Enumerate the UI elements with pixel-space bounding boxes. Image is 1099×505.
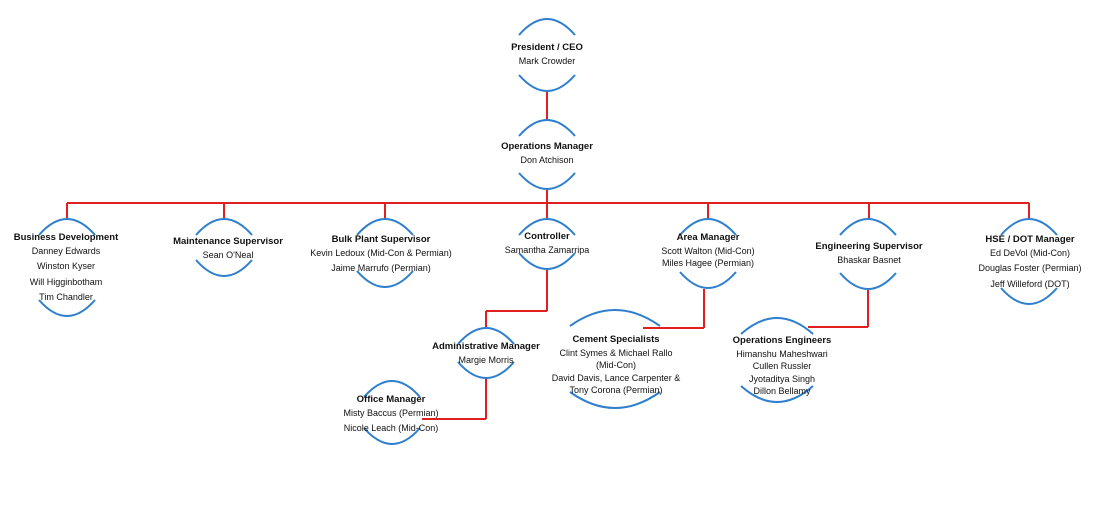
node-bottom-arc [518,172,576,190]
node-person: Clint Symes & Michael Rallo [559,347,673,358]
node-bottom-arc [363,427,421,445]
node-cement-specialists: Cement Specialists Clint Symes & Michael… [541,334,691,397]
node-person: Kevin Ledoux (Mid-Con & Permian) [310,247,452,258]
node-office-manager: Office Manager Misty Baccus (Permian) Ni… [331,394,451,435]
node-person: Samantha Zamarripa [504,244,590,255]
node-bulk-plant-supervisor: Bulk Plant Supervisor Kevin Ledoux (Mid-… [296,234,466,275]
node-person: Douglas Foster (Permian) [978,263,1082,273]
node-person: Jeff Willeford (DOT) [990,278,1070,289]
node-top-arc [839,218,897,236]
node-title: Operations Manager [501,141,593,152]
node-person: (Mid-Con) [595,360,636,370]
node-person: Cullen Russler [752,361,812,371]
node-bottom-arc [1000,287,1058,305]
node-bottom-arc [569,391,661,409]
connector-lines [66,91,1030,420]
node-top-arc [518,119,576,137]
node-operations-engineers: Operations Engineers Himanshu Maheshwari… [722,335,842,398]
node-person: Scott Walton (Mid-Con) [661,245,755,256]
node-bottom-arc [740,385,814,403]
node-person: Tim Chandler [39,292,93,302]
node-person: Miles Hagee (Permian) [661,258,755,268]
node-bottom-arc [518,74,576,92]
node-bottom-arc [518,252,576,270]
node-top-arc [679,218,737,236]
node-person: Misty Baccus (Permian) [343,407,439,418]
node-person: Jaime Marrufo (Permian) [331,263,431,273]
node-person: Will Higginbotham [29,276,103,287]
node-administrative-manager: Administrative Manager Margie Morris [426,341,546,366]
node-title: HSE / DOT Manager [985,234,1075,245]
node-title: Office Manager [356,394,426,405]
node-title: Maintenance Supervisor [173,236,283,247]
node-top-arc [457,327,515,345]
node-person: Danney Edwards [31,245,101,256]
node-title: President / CEO [511,42,583,53]
node-person: Bhaskar Basnet [837,254,901,265]
node-bottom-arc [679,271,737,289]
node-title: Operations Engineers [732,335,832,346]
node-person: Winston Kyser [36,261,96,271]
node-president: President / CEO Mark Crowder [487,42,607,67]
node-area-manager: Area Manager Scott Walton (Mid-Con) Mile… [648,232,768,270]
node-person: David Davis, Lance Carpenter & [551,372,681,383]
node-engineering-supervisor: Engineering Supervisor Bhaskar Basnet [805,241,933,266]
node-top-arc [356,218,414,236]
node-top-arc [195,218,253,236]
node-top-arc [740,317,814,335]
node-person: Margie Morris [458,354,514,365]
node-operations-manager: Operations Manager Don Atchison [482,141,612,166]
node-person: Dillon Bellamy [753,386,811,396]
node-top-arc [38,218,96,236]
node-business-development: Business Development Danney Edwards Wins… [6,232,126,304]
node-title: Controller [524,231,570,242]
node-top-arc [1000,218,1058,236]
node-bottom-arc [839,272,897,290]
node-person: Jyotaditya Singh [748,373,816,384]
node-title: Bulk Plant Supervisor [331,234,431,245]
node-bottom-arc [195,259,253,277]
node-title: Business Development [13,232,119,243]
node-title: Cement Specialists [572,334,660,345]
node-bottom-arc [38,299,96,317]
node-top-arc [569,309,661,327]
node-person: Ed DeVol (Mid-Con) [989,247,1071,258]
node-top-arc [518,218,576,236]
node-title: Area Manager [676,232,740,243]
node-title: Administrative Manager [432,341,540,352]
node-arcs [38,18,1058,445]
node-top-arc [518,18,576,36]
node-controller: Controller Samantha Zamarripa [492,231,602,256]
node-hse-dot-manager: HSE / DOT Manager Ed DeVol (Mid-Con) Dou… [966,234,1094,290]
node-maintenance-supervisor: Maintenance Supervisor Sean O'Neal [163,236,293,261]
node-bottom-arc [457,361,515,379]
node-title: Engineering Supervisor [815,241,923,252]
node-person: Mark Crowder [518,55,576,66]
node-person: Nicole Leach (Mid-Con) [343,423,439,433]
node-top-arc [363,380,421,398]
node-person: Sean O'Neal [202,249,254,260]
node-bottom-arc [356,270,414,288]
node-person: Don Atchison [520,154,574,165]
node-person: Himanshu Maheshwari [736,348,828,359]
node-person: Tony Corona (Permian) [569,385,663,395]
